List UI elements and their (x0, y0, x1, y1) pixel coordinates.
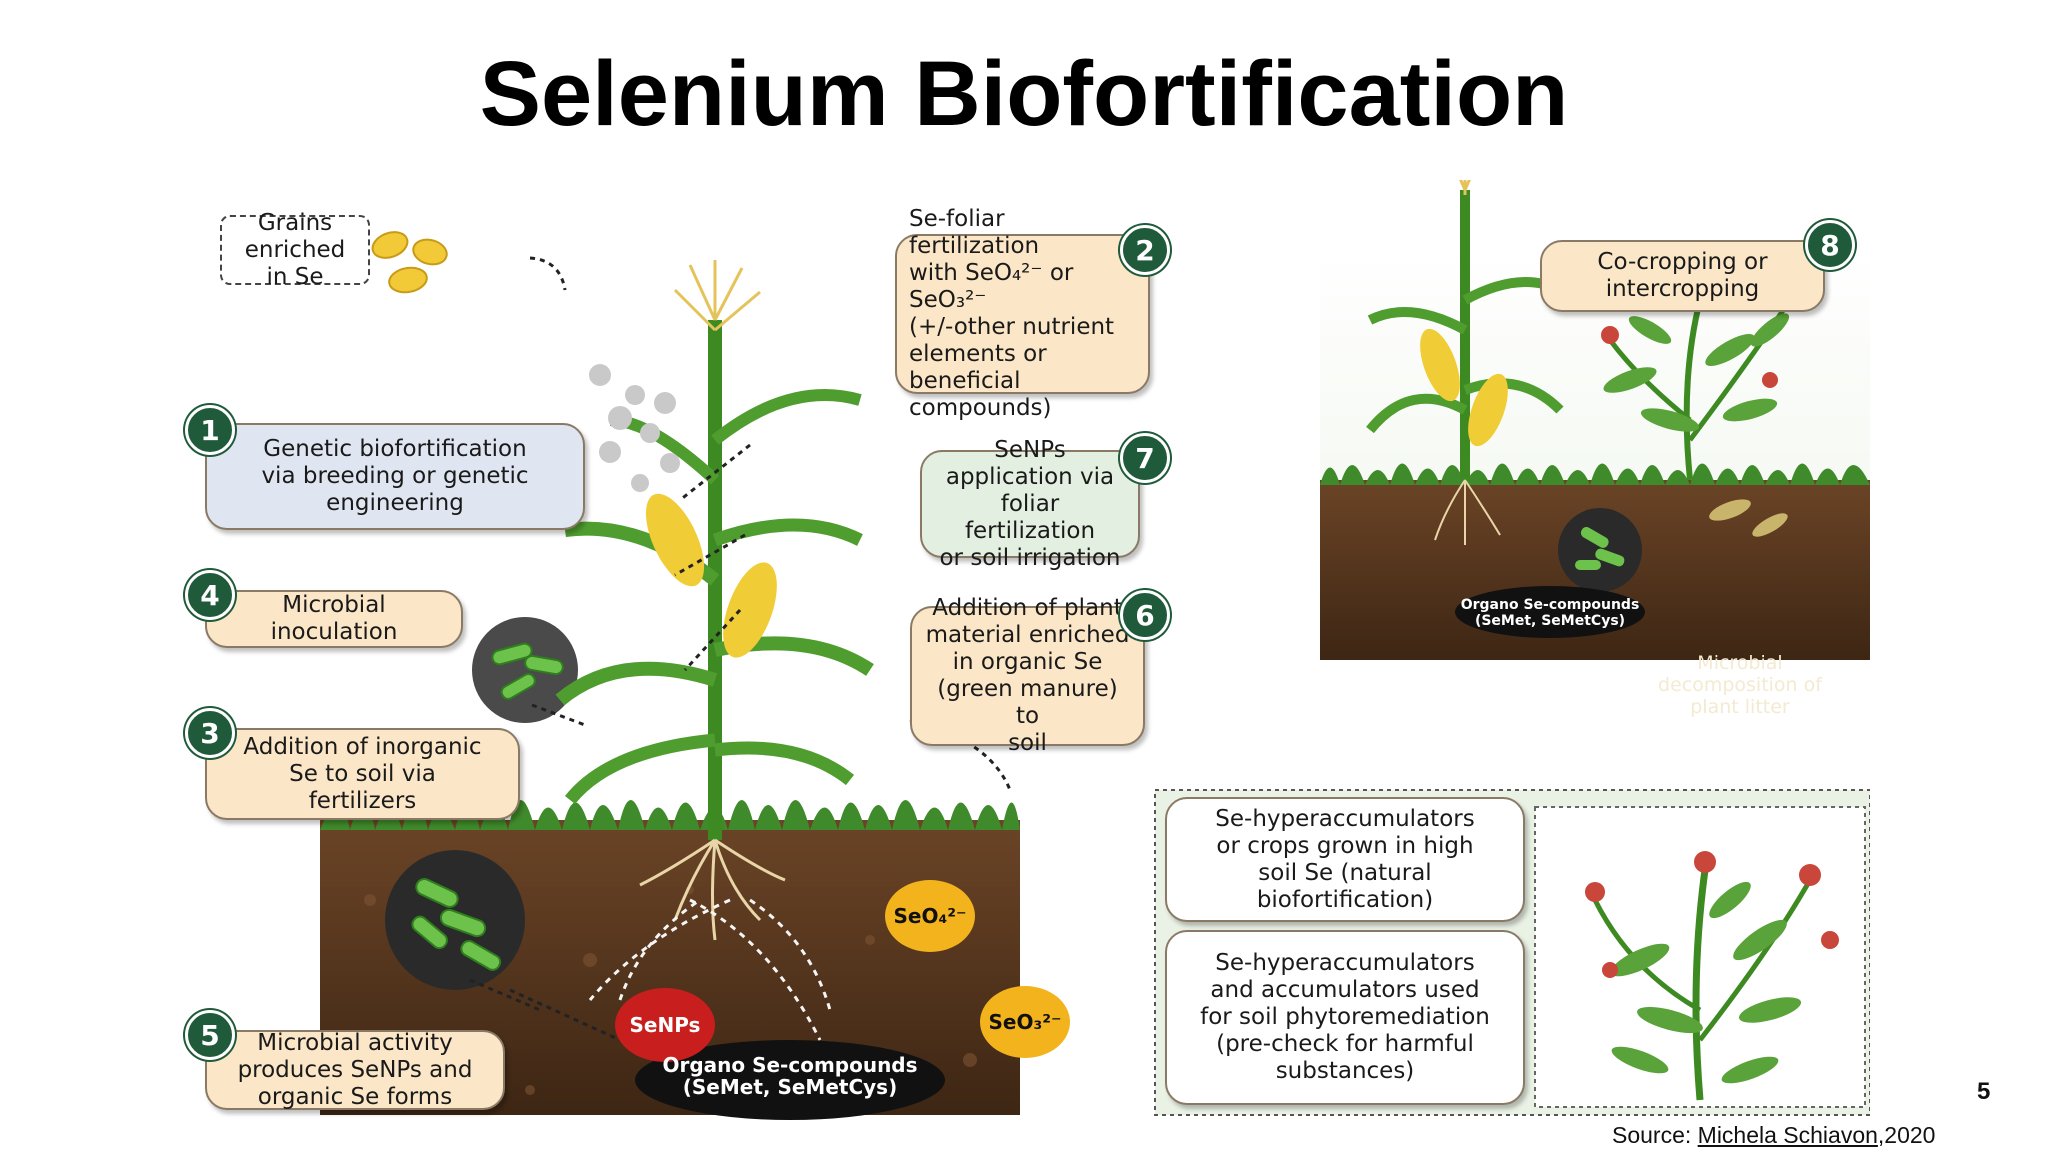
green-manure-callout: Addition of plant material enriched in o… (910, 595, 1145, 756)
organo-pill-main (635, 1040, 945, 1120)
microbial-inoculation-callout: Microbial inoculation (205, 590, 463, 648)
source-prefix: Source: (1612, 1122, 1698, 1148)
senps-label: SeNPs (615, 988, 715, 1062)
arrow-foliar (679, 443, 751, 502)
badge-8: 8 (1805, 220, 1855, 270)
source-citation: Source: Michela Schiavon,2020 (1612, 1122, 1935, 1149)
co-cropping-callout: Co-cropping or intercropping (1540, 240, 1825, 312)
badge-1: 1 (185, 405, 235, 455)
corn-plant-right (1366, 180, 1564, 545)
senps-application-callout: SeNPs application via foliar fertilizati… (920, 437, 1140, 571)
grains-callout: Grains enriched in Se (220, 210, 370, 290)
source-year: ,2020 (1877, 1122, 1936, 1148)
flower-plant-right (1601, 285, 1802, 481)
arrow-grains (529, 256, 567, 291)
microbial-activity-callout: Microbial activity produces SeNPs and or… (205, 1030, 505, 1110)
seo3-label: SeO₃²⁻ (980, 986, 1070, 1058)
microbial-decomposition-label: Microbial decomposition of plant litter (1658, 652, 1822, 718)
flower-plant-hyper (1585, 851, 1839, 1101)
corn-plant-main (555, 260, 874, 941)
inorganic-se-callout: Addition of inorganic Se to soil via fer… (205, 728, 520, 820)
microbe-cluster-main (385, 850, 525, 990)
hyperaccumulators-phytoremediation-callout: Se-hyperaccumulators and accumulators us… (1165, 930, 1525, 1105)
organo-se-compounds-label: Organo Se-compounds (SeMet, SeMetCys) (662, 1053, 918, 1099)
hyperaccumulators-natural-callout: Se-hyperaccumulators or crops grown in h… (1165, 797, 1525, 922)
organo-se-compounds-right-label: Organo Se-compounds (SeMet, SeMetCys) (1460, 597, 1640, 629)
seo4-label: SeO₄²⁻ (885, 880, 975, 952)
organo-pill-right (1455, 586, 1645, 638)
slide-number: 5 (1977, 1078, 1991, 1105)
badge-7: 7 (1120, 433, 1170, 483)
genetic-biofortification-callout: Genetic biofortification via breeding or… (205, 423, 585, 530)
badge-6: 6 (1120, 590, 1170, 640)
source-author-link[interactable]: Michela Schiavon (1697, 1122, 1878, 1148)
microbe-cluster-right (1558, 508, 1642, 592)
badge-4: 4 (185, 570, 235, 620)
badge-3: 3 (185, 708, 235, 758)
foliar-fertilization-callout: Se-foliar fertilization with SeO₄²⁻ or S… (895, 206, 1150, 421)
badge-2: 2 (1120, 225, 1170, 275)
corn-grains (371, 231, 448, 294)
page-title: Selenium Biofortification (479, 43, 1569, 145)
badge-5: 5 (185, 1010, 235, 1060)
biofortification-figure: Grains enriched in Se Se-foliar fertiliz… (170, 180, 1870, 1120)
microbe-cluster-inoculation (472, 617, 578, 723)
foliar-drops (589, 364, 680, 492)
